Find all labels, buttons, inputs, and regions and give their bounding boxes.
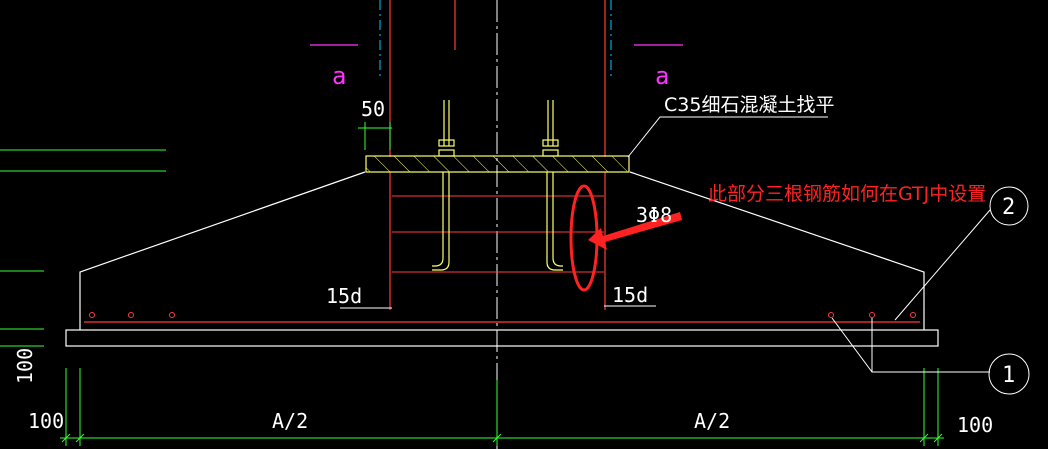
callout-1-number: 1 <box>1002 363 1015 388</box>
c35-leader <box>627 116 828 158</box>
dim-a2-right: A/2 <box>694 409 730 433</box>
anchor-bolts <box>432 100 563 271</box>
dim-a2-left: A/2 <box>272 409 308 433</box>
annotation-highlight <box>569 184 682 292</box>
dim-15d-left: 15d <box>326 284 362 308</box>
annotation-question: 此部分三根钢筋如何在GTJ中设置 <box>708 183 986 205</box>
centerlines <box>379 0 612 80</box>
leveling-plate <box>365 155 630 173</box>
dim-15d-right: 15d <box>612 283 648 307</box>
callout-2-number: 2 <box>1002 195 1015 220</box>
level-lines-left <box>0 149 166 347</box>
callout-1-leader <box>831 317 1030 395</box>
dim-50-lines <box>358 122 392 150</box>
column-stirrups <box>392 195 604 273</box>
dim-100-vertical: 100 <box>13 348 37 384</box>
c35-note: C35细石混凝土找平 <box>664 94 834 116</box>
rebar-3phi8-label: 3Φ8 <box>636 203 672 227</box>
dim-100-left: 100 <box>28 409 64 433</box>
bottom-dimension-chain <box>60 368 944 446</box>
dim-100-right: 100 <box>957 413 993 437</box>
dim-15d-lines <box>340 305 656 309</box>
dim-50-text: 50 <box>361 97 385 121</box>
bottom-rebar <box>84 312 920 323</box>
tag-a-right: a <box>655 62 669 90</box>
tag-a-left: a <box>332 62 346 90</box>
callout-2-leader <box>894 186 1029 321</box>
foundation-outline <box>65 171 939 347</box>
